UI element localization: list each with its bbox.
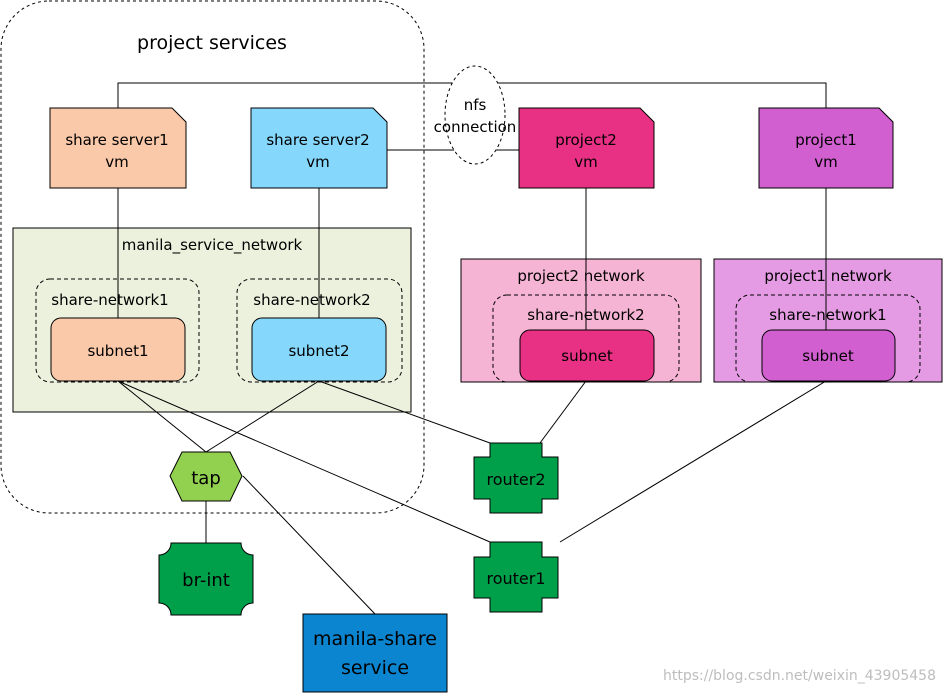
subnet1-node[interactable]	[50, 317, 186, 382]
project-services-label: project services	[137, 32, 287, 54]
project2-subnet-label: subnet	[561, 347, 613, 365]
router2-label: router2	[486, 470, 545, 489]
subnet2-node[interactable]	[251, 317, 387, 382]
project1-vm-sub: vm	[814, 153, 838, 171]
project1-subnet-node[interactable]	[761, 329, 896, 382]
share-server2-vm-node[interactable]	[250, 107, 388, 189]
router2-node[interactable]	[473, 442, 559, 514]
subnet1-to-router1-line	[117, 380, 491, 543]
project2-subnet-to-router2-line	[539, 380, 587, 444]
subnet2-label: subnet2	[288, 342, 349, 360]
manila-service-network-label: manila_service_network	[122, 236, 303, 255]
share-server1-vm-node[interactable]	[49, 107, 187, 189]
subnet2-to-router2-line	[318, 380, 491, 444]
nfs-connection-ellipse	[444, 65, 506, 165]
project1-vm-title: project1	[795, 131, 857, 149]
project2-network-label: project2 network	[517, 267, 645, 285]
nfs-label: nfs	[464, 96, 487, 114]
share-network1-right-group	[735, 294, 921, 383]
share-network1-right-label: share-network1	[769, 306, 886, 324]
subnet1-to-tap-line	[117, 380, 207, 453]
share-server1-vm-sub: vm	[105, 153, 129, 171]
project2-vm-sub: vm	[574, 153, 598, 171]
watermark-text: https://blog.csdn.net/weixin_43905458	[663, 668, 936, 684]
project2-vm-node[interactable]	[518, 107, 655, 189]
project2-subnet-node[interactable]	[519, 329, 655, 382]
share-server1-vm-title: share server1	[65, 131, 168, 149]
share-network2-left-group	[236, 278, 403, 383]
tap-to-manila-share-line	[242, 475, 376, 615]
project-services-boundary	[0, 0, 425, 514]
manila-share-label-line2: service	[341, 657, 409, 679]
br-int-node[interactable]	[158, 542, 254, 616]
share-server2-vm-sub: vm	[306, 153, 330, 171]
share-network2-left-label: share-network2	[253, 291, 370, 309]
tap-node[interactable]	[169, 451, 243, 502]
router1-node[interactable]	[473, 541, 559, 613]
share-network1-left-label: share-network1	[51, 291, 168, 309]
share-network1-left-group	[35, 278, 200, 383]
br-int-label: br-int	[182, 570, 230, 591]
manila-share-service-node[interactable]	[302, 613, 448, 693]
connection-lines	[117, 82, 827, 615]
nfs-connection-label: connection	[434, 118, 517, 136]
subnet2-to-tap-line	[205, 380, 320, 453]
manila-share-label-line1: manila-share	[313, 628, 437, 650]
subnet1-label: subnet1	[87, 342, 148, 360]
project1-network-label: project1 network	[764, 267, 892, 285]
project1-subnet-to-router1-line	[559, 380, 827, 543]
share-server2-vm-title: share server2	[266, 131, 369, 149]
project1-subnet-label: subnet	[802, 347, 854, 365]
router1-label: router1	[486, 569, 545, 588]
tap-label: tap	[191, 468, 221, 489]
project1-vm-node[interactable]	[758, 107, 894, 189]
project2-vm-title: project2	[555, 131, 617, 149]
